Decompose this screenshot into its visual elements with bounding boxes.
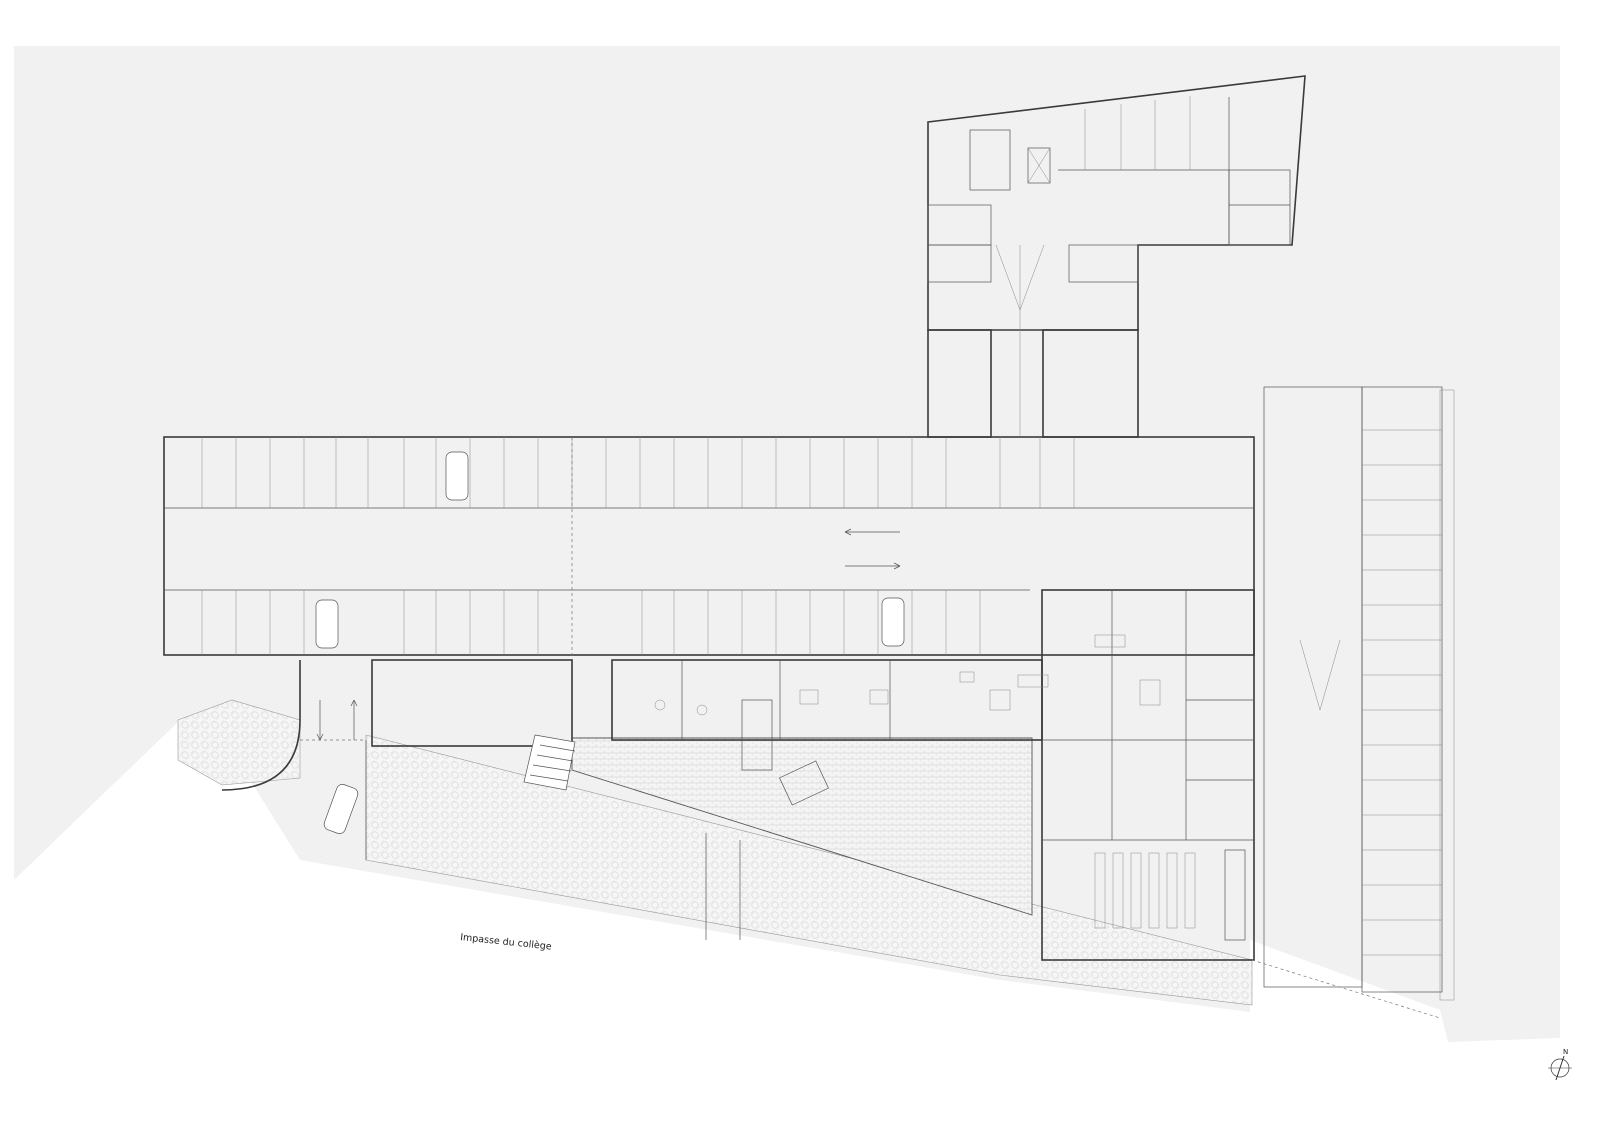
shaded-room <box>371 659 573 747</box>
north-tower <box>927 75 1306 438</box>
paving-ramp-left <box>177 699 301 786</box>
ramp-stairs <box>523 734 576 791</box>
street-label: Impasse du collège <box>460 932 553 953</box>
car-outlines <box>315 451 905 834</box>
street-lines <box>300 739 1441 1019</box>
school-rooms <box>611 589 1255 961</box>
east-block <box>1263 386 1455 1001</box>
ramp-arrows <box>316 699 358 741</box>
driveway-curve <box>221 660 301 791</box>
garage-block <box>163 436 1255 660</box>
north-arrow-icon: N <box>1548 1048 1572 1081</box>
north-label: N <box>1563 1048 1568 1056</box>
